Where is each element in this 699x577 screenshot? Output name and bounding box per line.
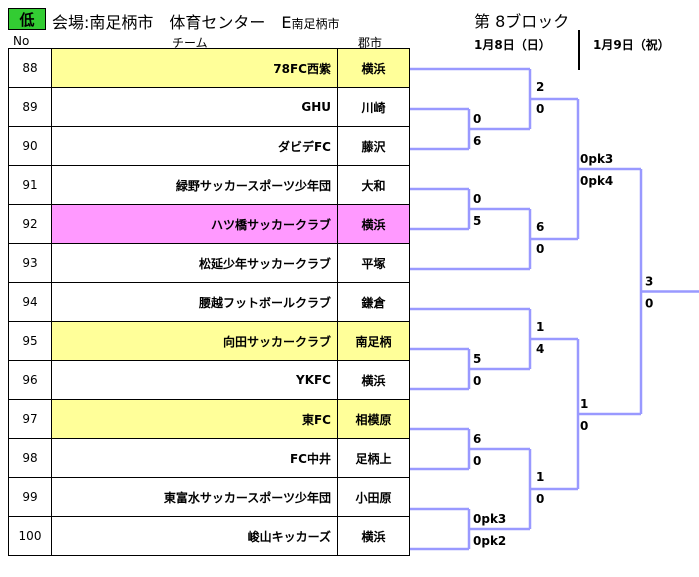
team-name: 向田サッカークラブ	[51, 321, 338, 361]
team-name: ダビデFC	[51, 126, 338, 166]
team-city: 横浜	[337, 360, 410, 400]
team-city: 藤沢	[337, 126, 410, 166]
match-score: 6	[473, 432, 481, 446]
match-score: 4	[536, 342, 544, 356]
row-number: 96	[8, 360, 52, 400]
match-score: 1	[536, 320, 544, 334]
match-score: 0	[473, 374, 481, 388]
team-name: 松延少年サッカークラブ	[51, 243, 338, 283]
match-score: 0	[473, 192, 481, 206]
venue-title: 会場:南足柄市 体育センター E南足柄市	[52, 9, 340, 33]
match-score: 0pk3	[473, 512, 506, 526]
team-city: 小田原	[337, 477, 410, 517]
match-score: 0pk3	[580, 152, 613, 166]
team-name: 78FC西紫	[51, 48, 338, 88]
day-separator	[578, 30, 580, 70]
venue-label: 会場:南足柄市 体育センター	[52, 13, 282, 32]
team-city: 横浜	[337, 516, 410, 556]
team-name: 東FC	[51, 399, 338, 439]
team-city: 川崎	[337, 87, 410, 127]
match-score: 6	[536, 220, 544, 234]
row-number: 88	[8, 48, 52, 88]
row-number: 90	[8, 126, 52, 166]
team-city: 南足柄	[337, 321, 410, 361]
category-badge: 低	[8, 8, 46, 30]
row-number: 99	[8, 477, 52, 517]
match-score: 5	[473, 352, 481, 366]
team-city: 横浜	[337, 204, 410, 244]
day2-label: 1月9日（祝）	[593, 38, 670, 52]
column-header-city: 郡市	[358, 36, 383, 50]
team-name: 東富水サッカースポーツ少年団	[51, 477, 338, 517]
venue-city: 南足柄市	[291, 17, 340, 31]
row-number: 97	[8, 399, 52, 439]
team-name: YKFC	[51, 360, 338, 400]
team-name: ハツ橋サッカークラブ	[51, 204, 338, 244]
match-score: 0	[536, 102, 544, 116]
match-score: 0pk2	[473, 534, 506, 548]
row-number: 91	[8, 165, 52, 205]
match-score: 3	[645, 275, 653, 289]
match-score: 0	[536, 492, 544, 506]
block-title: 第 8ブロック	[474, 12, 570, 31]
team-name: 緑野サッカースポーツ少年団	[51, 165, 338, 205]
match-score: 6	[473, 134, 481, 148]
team-name: FC中井	[51, 438, 338, 478]
match-score: 0	[536, 242, 544, 256]
team-name: 腰越フットボールクラブ	[51, 282, 338, 322]
team-city: 大和	[337, 165, 410, 205]
team-city: 相模原	[337, 399, 410, 439]
match-score: 1	[536, 470, 544, 484]
column-header-no: No	[13, 34, 30, 48]
match-score: 5	[473, 214, 481, 228]
column-header-team: チーム	[172, 36, 208, 50]
match-score: 1	[580, 397, 588, 411]
day1-label: 1月8日（日）	[474, 38, 551, 52]
row-number: 92	[8, 204, 52, 244]
match-score: 0	[645, 297, 653, 311]
match-score: 0	[580, 419, 588, 433]
team-name: 峻山キッカーズ	[51, 516, 338, 556]
match-score: 0	[473, 112, 481, 126]
venue-code: E	[281, 13, 292, 32]
team-city: 足柄上	[337, 438, 410, 478]
match-score: 2	[536, 80, 544, 94]
match-score: 0pk4	[580, 174, 613, 188]
match-score: 0	[473, 454, 481, 468]
